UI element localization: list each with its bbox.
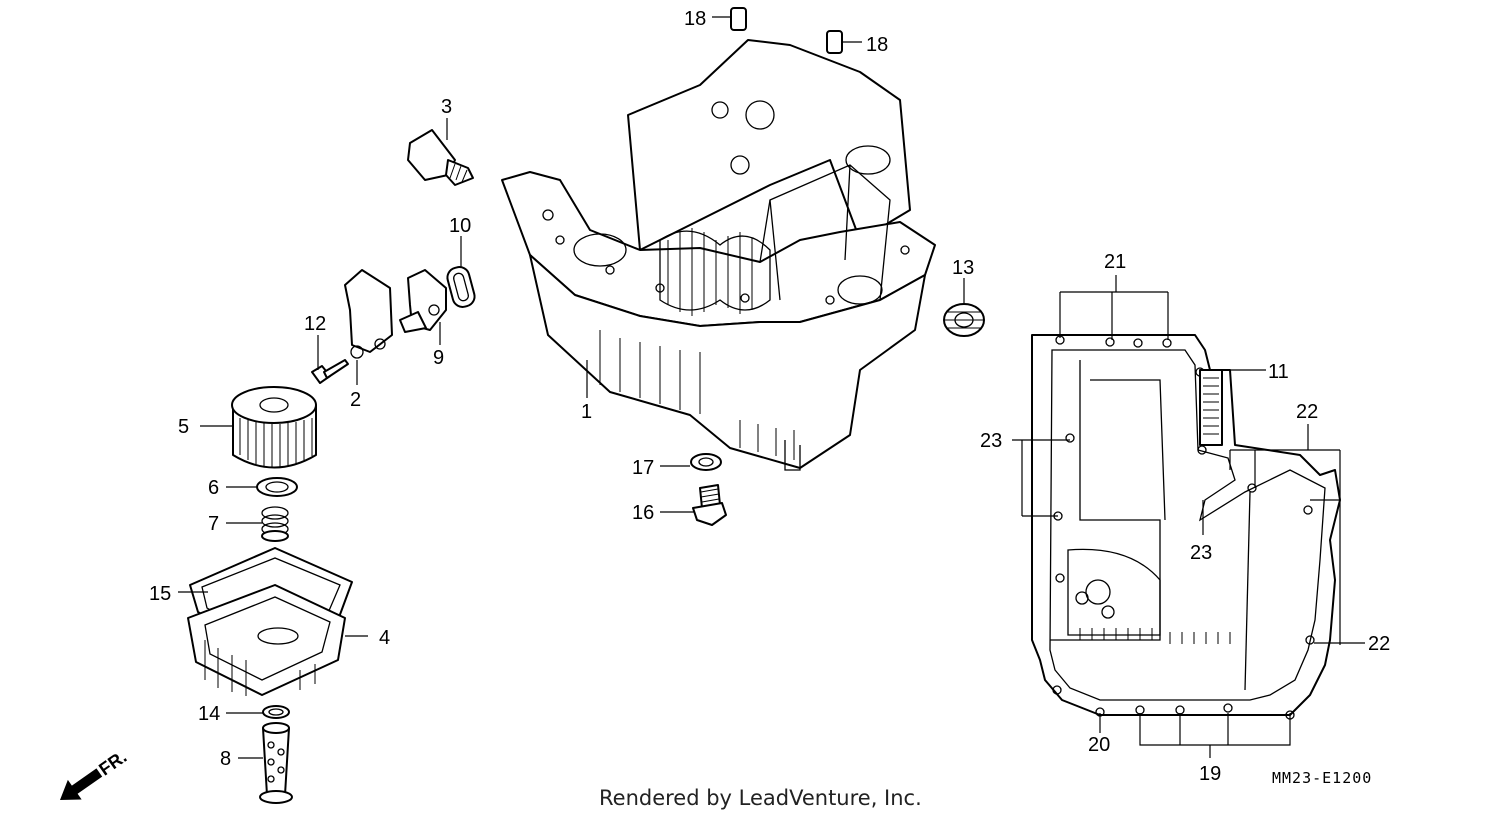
- callout-10[interactable]: 10: [449, 215, 471, 237]
- sealing-washer-part-17[interactable]: [690, 453, 722, 471]
- callout-labels: 18 18 3 10 13 12 9 2 1 5 17 6 16 7 15 4 …: [149, 8, 1390, 785]
- o-ring-part-14[interactable]: [262, 705, 290, 719]
- callout-22-top[interactable]: 22: [1296, 401, 1318, 423]
- callout-23-left[interactable]: 23: [980, 430, 1002, 452]
- render-credit: Rendered by LeadVenture, Inc.: [599, 786, 922, 810]
- callout-2[interactable]: 2: [350, 389, 361, 411]
- oil-pan-part-1[interactable]: [501, 39, 936, 471]
- callout-11[interactable]: 11: [1268, 361, 1289, 383]
- bolt-part-12[interactable]: [311, 359, 349, 384]
- callout-17[interactable]: 17: [632, 457, 654, 479]
- spring-part-7[interactable]: [261, 506, 289, 542]
- callout-8[interactable]: 8: [220, 748, 231, 770]
- callout-16[interactable]: 16: [632, 502, 654, 524]
- callout-3[interactable]: 3: [441, 96, 452, 118]
- front-direction-arrow-icon: FR.: [60, 746, 130, 800]
- callout-19[interactable]: 19: [1199, 763, 1221, 785]
- callout-20[interactable]: 20: [1088, 734, 1110, 756]
- callout-22-right[interactable]: 22: [1368, 633, 1390, 655]
- diagram-code: MM23-E1200: [1272, 769, 1372, 787]
- callout-5[interactable]: 5: [178, 416, 189, 438]
- bracket-part-2[interactable]: [344, 269, 393, 359]
- oil-seal-part-13[interactable]: [943, 303, 985, 337]
- leader-lines: [178, 16, 1365, 759]
- callout-9[interactable]: 9: [433, 347, 444, 369]
- callout-23-right[interactable]: 23: [1190, 542, 1212, 564]
- washer-part-6[interactable]: [256, 477, 298, 497]
- relief-valve-part-9[interactable]: [399, 269, 447, 333]
- callout-13[interactable]: 13: [952, 257, 974, 279]
- oil-pan-gasket[interactable]: [1031, 334, 1341, 720]
- callout-15[interactable]: 15: [149, 583, 171, 605]
- callout-4[interactable]: 4: [379, 627, 390, 649]
- callout-18-top[interactable]: 18: [684, 8, 706, 30]
- oil-pipe-part-8[interactable]: [259, 722, 293, 804]
- dowel-pin-18-right[interactable]: [826, 30, 843, 54]
- oil-filter-part-5[interactable]: [231, 386, 317, 469]
- drain-bolt-part-16[interactable]: [692, 484, 727, 526]
- callout-7[interactable]: 7: [208, 513, 219, 535]
- callout-12[interactable]: 12: [304, 313, 326, 335]
- callout-21[interactable]: 21: [1104, 251, 1126, 273]
- oil-pressure-switch-part-3[interactable]: [407, 129, 474, 186]
- callout-1[interactable]: 1: [581, 401, 592, 423]
- dowel-pin-18-top[interactable]: [730, 7, 747, 31]
- callout-18-right[interactable]: 18: [866, 34, 888, 56]
- callout-14[interactable]: 14: [198, 703, 220, 725]
- o-ring-part-10[interactable]: [445, 265, 477, 309]
- callout-6[interactable]: 6: [208, 477, 219, 499]
- strainer-cover-part-4[interactable]: [187, 584, 346, 696]
